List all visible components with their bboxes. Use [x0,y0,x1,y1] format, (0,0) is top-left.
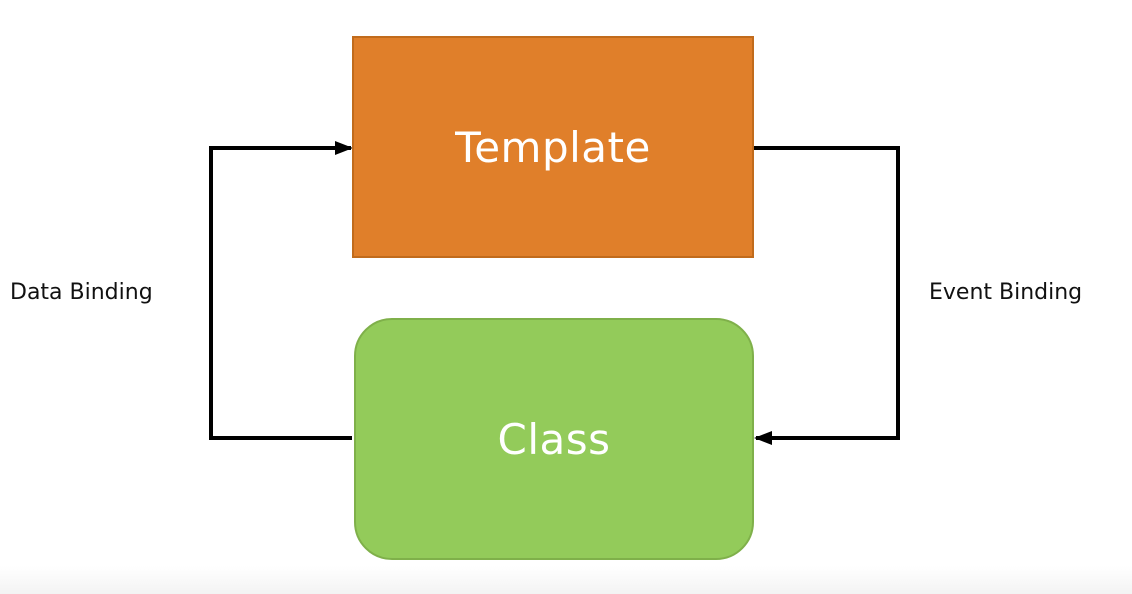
event-binding-label: Event Binding [929,280,1083,305]
bottom-shade [0,566,1132,594]
class-node: Class [354,318,754,560]
template-node: Template [352,36,754,258]
data-binding-arrow [209,141,353,440]
data-binding-label: Data Binding [10,280,153,305]
template-node-label: Template [455,122,651,172]
event-binding-arrow [754,146,900,445]
class-node-label: Class [497,414,611,464]
